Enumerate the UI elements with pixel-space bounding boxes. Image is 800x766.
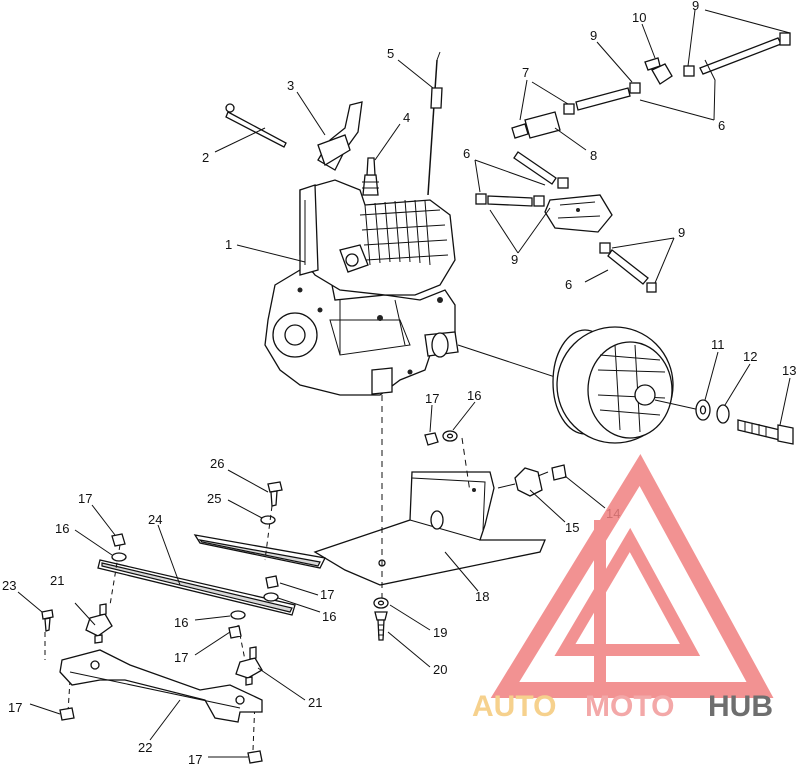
callout-20: 20 <box>433 662 447 677</box>
bracket-upper-25 <box>193 534 326 569</box>
nut-17-right <box>265 575 279 589</box>
callout-19: 19 <box>433 625 447 640</box>
callout-22: 22 <box>138 740 152 755</box>
callout-9-c: 9 <box>511 252 518 267</box>
drive-clutch <box>457 326 701 444</box>
washer-16-right <box>263 592 279 602</box>
callout-16-d: 16 <box>322 609 336 624</box>
washer-11 <box>695 399 711 421</box>
rubber-mount-21-left <box>85 603 113 644</box>
callout-13: 13 <box>782 363 796 378</box>
callout-10: 10 <box>632 10 646 25</box>
watermark-logo: AUTO MOTO HUB <box>472 454 774 723</box>
callout-5: 5 <box>387 46 394 61</box>
callout-17-c: 17 <box>320 587 334 602</box>
callout-17-a: 17 <box>425 391 439 406</box>
rubber-mount-15 <box>497 467 549 497</box>
callout-2: 2 <box>202 150 209 165</box>
bolt-23 <box>41 609 54 632</box>
lock-washer-12 <box>716 404 730 424</box>
fuel-line-mid <box>513 151 569 189</box>
callout-9-a: 9 <box>692 0 699 13</box>
nut-14 <box>551 464 567 481</box>
callout-6-c: 6 <box>565 277 572 292</box>
fuel-line-left <box>475 193 545 207</box>
plate-24 <box>97 559 296 616</box>
callout-4: 4 <box>403 110 410 125</box>
washer-16-left <box>111 552 127 562</box>
callout-25: 25 <box>207 491 221 506</box>
callout-21-b: 21 <box>308 695 322 710</box>
callout-16-b: 16 <box>55 521 69 536</box>
washer-25 <box>260 515 276 525</box>
watermark-auto: AUTO <box>472 690 556 723</box>
callout-3: 3 <box>287 78 294 93</box>
callout-11: 11 <box>711 337 725 352</box>
callout-17-f: 17 <box>188 752 202 766</box>
nut-17-plate <box>424 432 439 446</box>
fuel-line-upper <box>563 82 641 115</box>
callout-6-b: 6 <box>463 146 470 161</box>
engine-mount-plate <box>313 471 546 586</box>
callout-21-a: 21 <box>50 573 64 588</box>
callout-17-b: 17 <box>78 491 92 506</box>
washer-16-mid <box>230 610 246 620</box>
callout-6-a: 6 <box>718 118 725 133</box>
fuel-pump <box>544 194 613 233</box>
watermark-moto: MOTO <box>585 690 674 723</box>
callout-16-c: 16 <box>174 615 188 630</box>
cylinder-fins <box>359 199 449 266</box>
spark-plug <box>362 157 379 196</box>
callout-12: 12 <box>743 349 757 364</box>
callout-9-b: 9 <box>590 28 597 43</box>
watermark-hub: HUB <box>708 690 773 723</box>
nut-17-mid <box>228 625 242 639</box>
choke-cable <box>427 51 443 196</box>
watermark-triangle-icon <box>490 454 774 698</box>
callout-15: 15 <box>565 520 579 535</box>
nut-17-bottom-right <box>247 750 263 764</box>
cable-tie <box>225 103 287 148</box>
bolt-20 <box>374 611 388 641</box>
bolt-26 <box>267 481 283 507</box>
callout-26: 26 <box>210 456 224 471</box>
callout-23: 23 <box>2 578 16 593</box>
callout-9-d: 9 <box>678 225 685 240</box>
washer-16-plate <box>442 430 458 442</box>
nut-17-left <box>111 533 126 547</box>
fuel-filter <box>511 111 561 139</box>
callout-18: 18 <box>475 589 489 604</box>
bolt-13 <box>737 419 794 445</box>
rubber-mount-21-right <box>235 646 263 686</box>
fuel-line-upper-right <box>683 32 791 77</box>
callout-17-d: 17 <box>174 650 188 665</box>
washer-19 <box>373 597 389 609</box>
callout-8: 8 <box>590 148 597 163</box>
callout-17-e: 17 <box>8 700 22 715</box>
callout-16-a: 16 <box>467 388 481 403</box>
callout-7: 7 <box>522 65 529 80</box>
plug-wire <box>317 101 363 171</box>
callout-1: 1 <box>225 237 232 252</box>
leader-lines <box>17 9 791 758</box>
engine-assembly <box>264 179 459 396</box>
nut-17-bottom-left <box>59 707 75 721</box>
callout-24: 24 <box>148 512 162 527</box>
fuel-fitting-10 <box>644 57 673 85</box>
mount-bracket-22 <box>59 649 263 723</box>
fuel-line-lower <box>599 242 657 293</box>
